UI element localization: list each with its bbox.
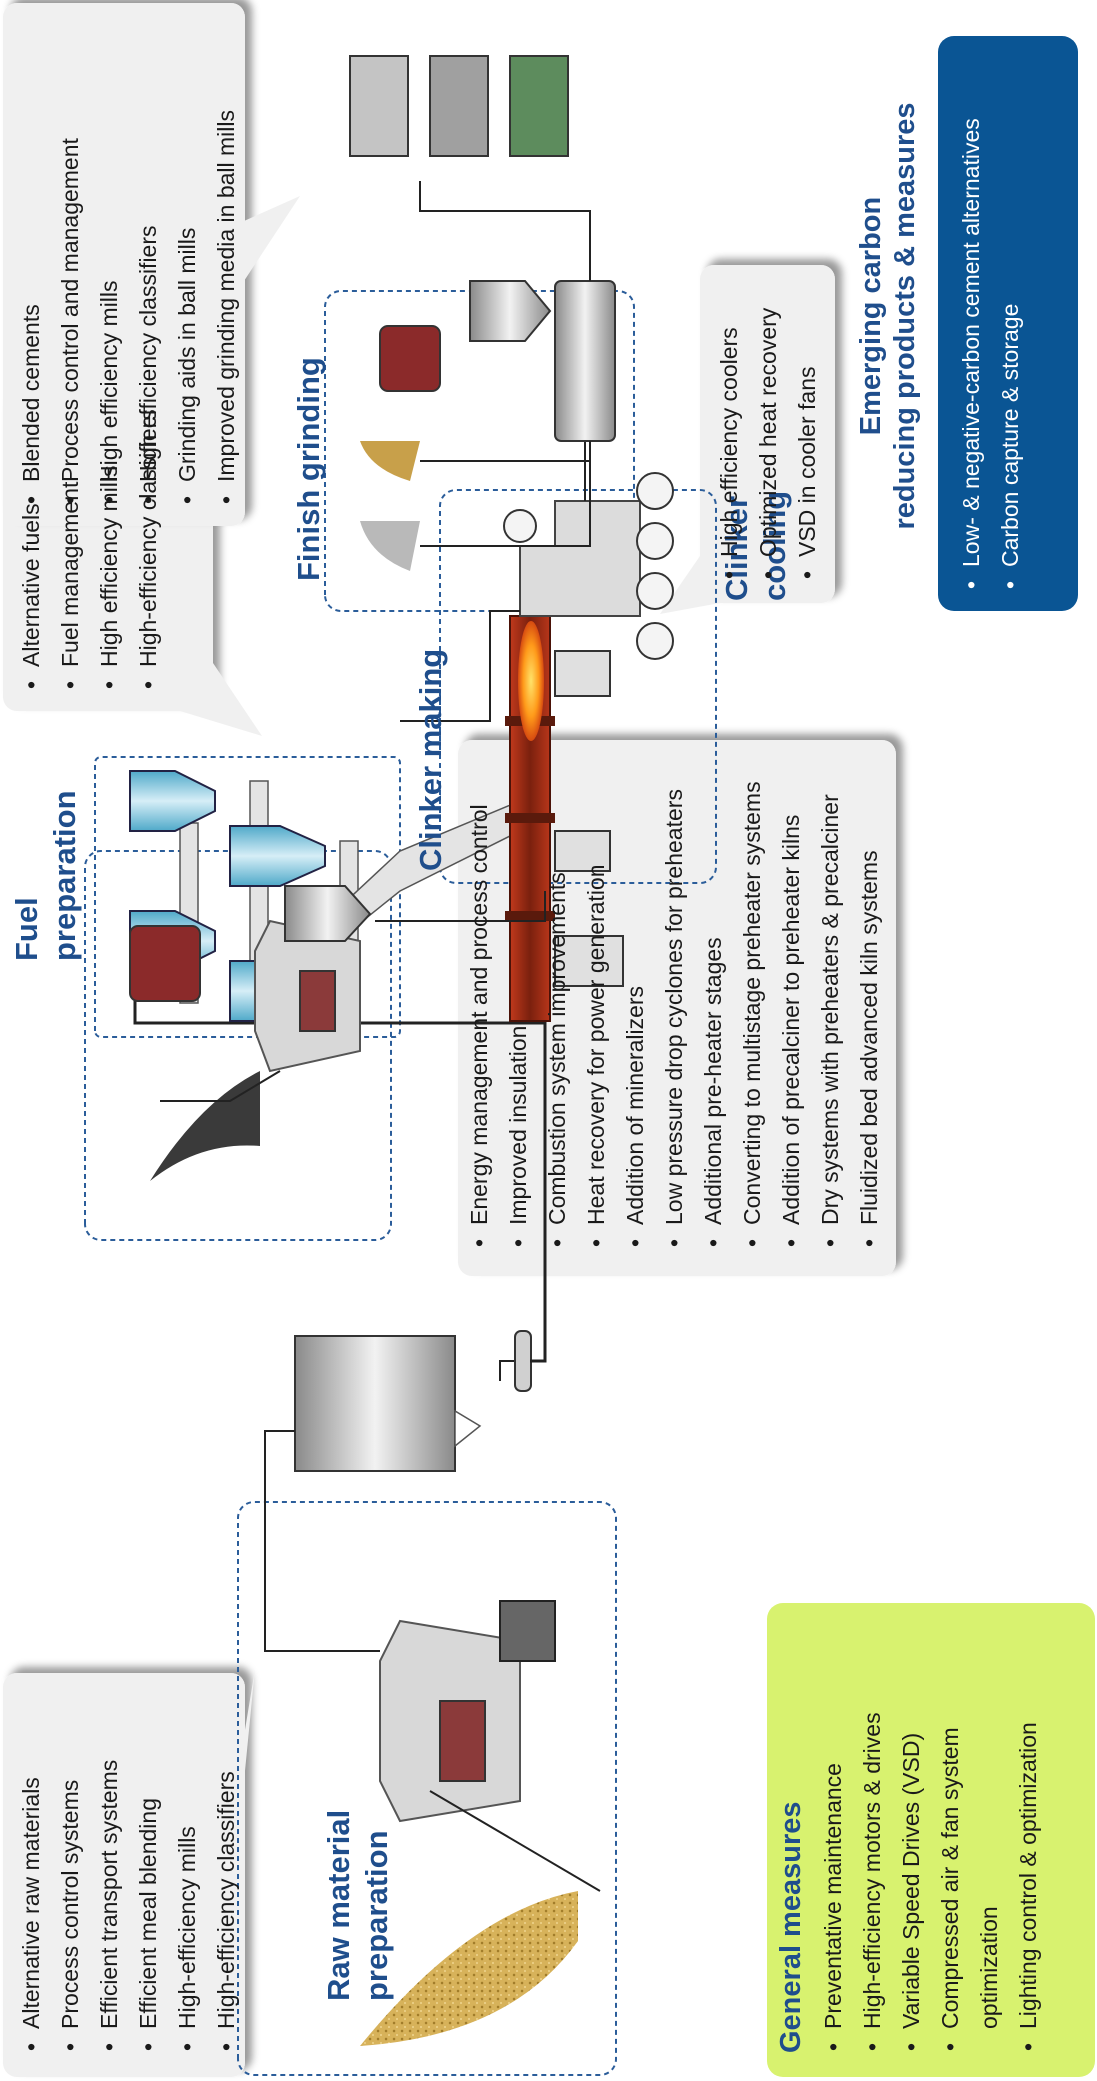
clinker-making-title: Clinker making <box>413 648 448 871</box>
callout-clinker-making: Energy management and process control Im… <box>460 781 889 1249</box>
clinker-measure-4: Heat recovery for power generation <box>577 781 616 1249</box>
cooler-fan-4 <box>636 472 674 510</box>
cooling-measure-3: VSD in cooler fans <box>788 308 827 581</box>
raw-measure-4: Efficient meal blending <box>129 1760 168 2053</box>
callout-pointer-finish-grinding <box>244 196 300 281</box>
clinker-measure-6: Low pressure drop cyclones for preheater… <box>655 781 694 1249</box>
gypsum-pile <box>360 521 420 571</box>
coal-feed-line <box>160 1070 281 1102</box>
raw-meal-silo <box>294 1335 456 1472</box>
raw-conveyor <box>429 1790 601 1892</box>
bagging-plant <box>349 55 409 157</box>
kiln-drive-3 <box>554 650 611 697</box>
raw-material-title-line-1: Raw material <box>321 1809 356 2001</box>
general-measure-5: Lighting control & optimization <box>1009 1623 1048 2053</box>
truck-loading <box>429 55 489 157</box>
fuel-graphics <box>129 885 546 1181</box>
clinker-measure-1: Energy management and process control <box>460 781 499 1249</box>
callout-pointer-fuel <box>180 663 262 736</box>
finish-crusher <box>379 325 441 392</box>
general-measures-panel: General measures Preventative maintenanc… <box>772 1613 1048 2053</box>
emerging-title-line-1: Emerging carbon <box>855 196 887 436</box>
fuel-preparation-title: Fuel preparation <box>8 790 84 961</box>
cooler-fan-2 <box>636 572 674 610</box>
finish-measure-3: High efficiency mills <box>90 110 129 506</box>
cement-ball-mill <box>554 280 616 442</box>
finish-measure-4: High efficiency classifiers <box>129 110 168 506</box>
raw-measure-2: Process control systems <box>51 1760 90 2053</box>
cooler-fan-3 <box>636 522 674 560</box>
clinker-measure-11: Fluidized bed advanced kiln systems <box>850 781 889 1249</box>
finish-grinding-graphics <box>349 55 616 571</box>
callout-raw-material: Alternative raw materials Process contro… <box>12 1760 246 2053</box>
rail-loading <box>509 55 569 157</box>
coal-bin <box>284 885 372 942</box>
kiln-flame <box>518 621 544 741</box>
cooling-measure-2: Optimized heat recovery <box>749 308 788 581</box>
cooler-graphics <box>400 441 674 722</box>
fuel-title-line-1: Fuel <box>9 897 44 961</box>
dashed-section-borders <box>84 290 717 2076</box>
finish-measure-2: Process control and management <box>51 110 90 506</box>
cyclone-3 <box>129 770 216 832</box>
finish-measure-6: Improved grinding media in ball mills <box>207 110 246 506</box>
clinker-measure-3: Combustion system improvements <box>538 781 577 1249</box>
clinker-measure-2: Improved insulation <box>499 781 538 1249</box>
finish-measure-5: Grinding aids in ball mills <box>168 110 207 506</box>
cyclone-4 <box>229 825 326 887</box>
raw-material-title: Raw material preparation <box>320 1810 396 2001</box>
general-measures-title: General measures <box>775 1801 807 2053</box>
separator <box>469 280 552 342</box>
finish-grinding-title: Finish grinding <box>291 357 326 581</box>
raw-feed-pipe-2 <box>499 1360 520 1381</box>
raw-mill-base <box>499 1600 556 1662</box>
callout-cooling: High efficiency coolers Optimized heat r… <box>710 308 827 581</box>
general-measure-2: High-efficiency motors & drives <box>853 1623 892 2053</box>
fuel-title-line-2: preparation <box>47 790 82 961</box>
general-measure-4: Compressed air & fan system optimization <box>931 1623 1009 2053</box>
raw-measure-5: High-efficiency mills <box>168 1760 207 2053</box>
product-line <box>419 181 591 281</box>
raw-measure-3: Efficient transport systems <box>90 1760 129 2053</box>
raw-measure-6: High-efficiency classifiers <box>207 1760 246 2053</box>
clinker-measure-5: Addition of mineralizers <box>616 781 655 1249</box>
additive-pile <box>360 441 420 481</box>
raw-feed-pipe-1 <box>264 1430 380 1652</box>
callout-pointer-raw-material <box>244 1669 255 1781</box>
raw-material-pile <box>360 1891 578 2046</box>
cooling-measure-1: High efficiency coolers <box>710 308 749 581</box>
callout-pointer-cooling <box>660 556 720 614</box>
preheater-section-border <box>94 756 401 1038</box>
emerging-item-2: Carbon capture & storage <box>991 41 1030 591</box>
raw-measure-1: Alternative raw materials <box>12 1760 51 2053</box>
raw-mill-motor <box>439 1700 486 1782</box>
finish-feed-line-1 <box>420 441 591 547</box>
callout-finish-grinding: Blended cements Process control and mana… <box>12 110 246 506</box>
raw-material-title-line-2: preparation <box>359 1830 394 2001</box>
clinker-measure-10: Dry systems with preheaters & precalcine… <box>811 781 850 1249</box>
clinker-measure-9: Addition of precalciner to preheater kil… <box>772 781 811 1249</box>
cooler-fan-1 <box>636 622 674 660</box>
clinker-measure-8: Converting to multistage preheater syste… <box>733 781 772 1249</box>
coal-pile <box>150 1071 260 1181</box>
emerging-item-1: Low- & negative-carbon cement alternativ… <box>952 41 991 591</box>
tertiary-air-duct <box>400 610 520 722</box>
rotary-feeder <box>514 1330 532 1392</box>
raw-silo-cone <box>454 1409 482 1448</box>
clinker-measure-7: Additional pre-heater stages <box>694 781 733 1249</box>
fuel-section-border <box>84 850 392 1241</box>
finish-measure-1: Blended cements <box>12 110 51 506</box>
fuel-mill-motor <box>299 970 336 1032</box>
fuel-crusher <box>129 925 201 1002</box>
exhaust-fan <box>503 509 537 543</box>
raw-material-graphics <box>133 981 601 2046</box>
emerging-panel: Emerging carbon reducing products & meas… <box>855 41 1030 591</box>
emerging-title-line-2: reducing products & measures <box>889 102 921 530</box>
clinker-cooler <box>519 500 641 617</box>
general-measure-3: Variable Speed Drives (VSD) <box>892 1623 931 2053</box>
general-measure-1: Preventative maintenance <box>814 1623 853 2053</box>
